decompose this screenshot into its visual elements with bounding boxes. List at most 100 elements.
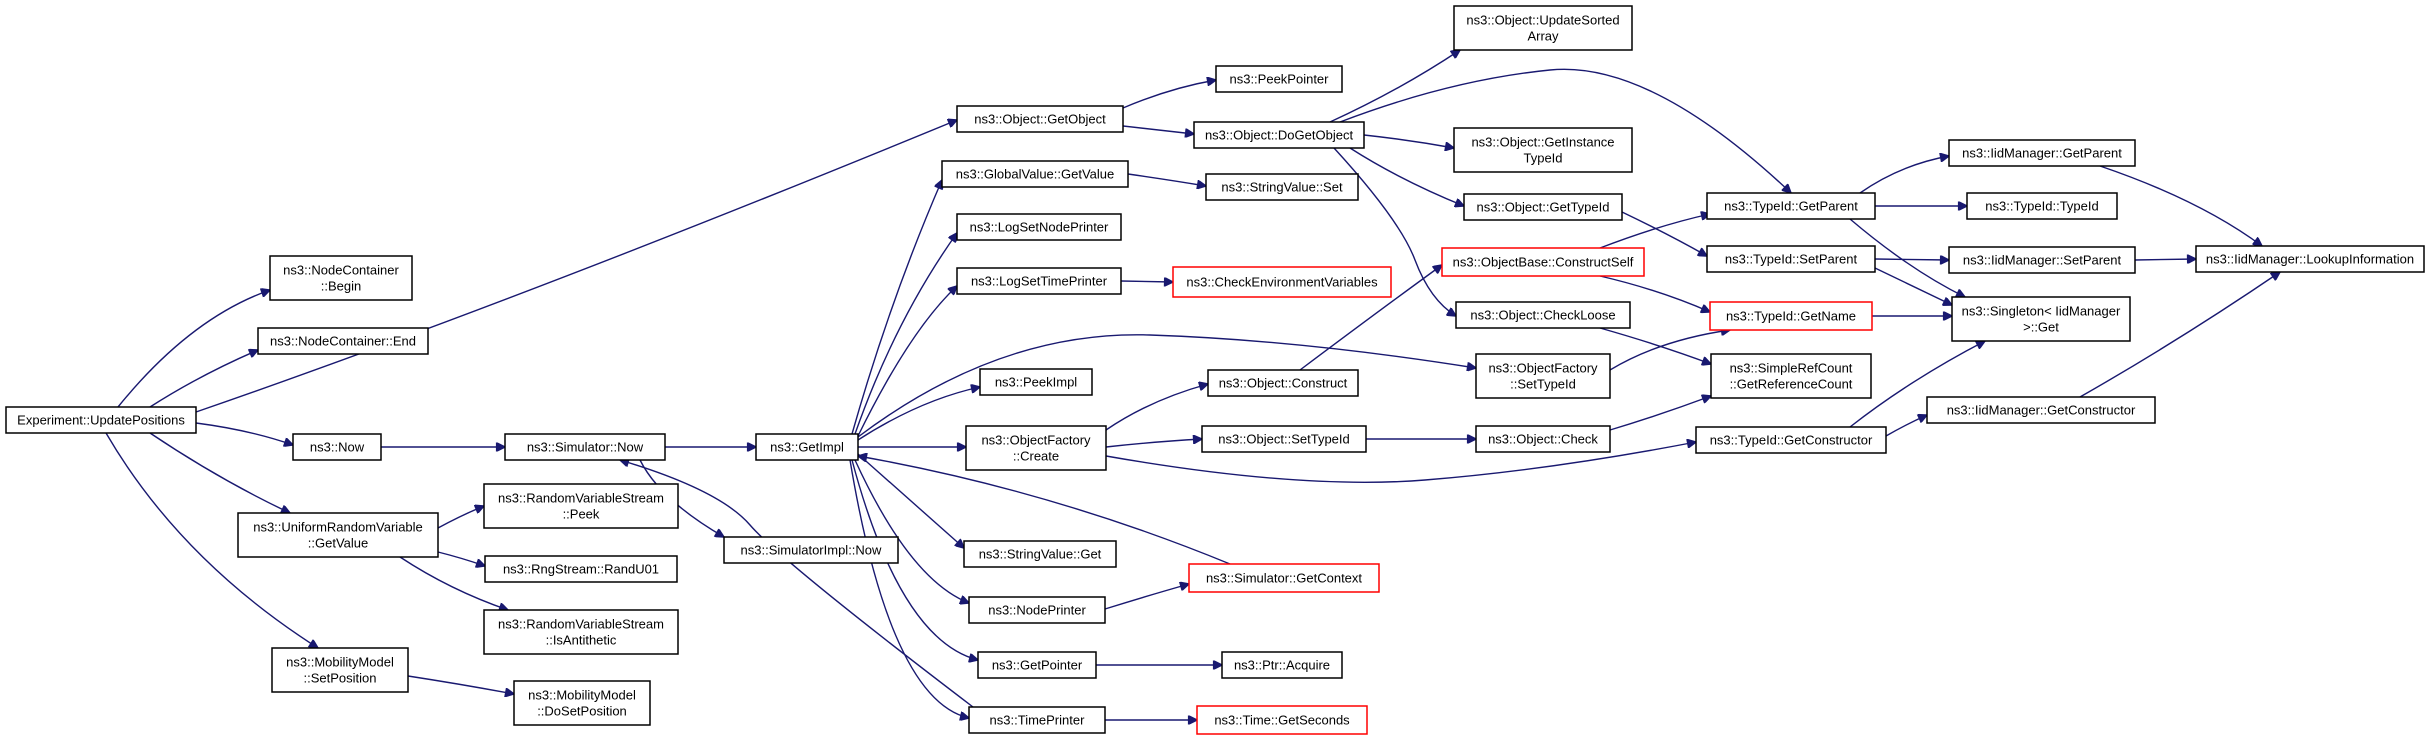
edge-urv-getvalue-to-rng-randu01 bbox=[437, 551, 485, 566]
node-box bbox=[1706, 192, 1876, 220]
node-box bbox=[755, 433, 859, 461]
edge-getimpl-to-logsettimeprinter bbox=[857, 286, 957, 437]
edge-of-create-to-obj-construct bbox=[1105, 384, 1208, 431]
node-label: >::Get bbox=[2023, 320, 2059, 335]
node-gv-getvalue[interactable]: ns3::GlobalValue::GetValue bbox=[941, 160, 1129, 188]
node-simimpl-now[interactable]: ns3::SimulatorImpl::Now bbox=[723, 536, 899, 564]
node-label: ns3::Object::UpdateSorted bbox=[1466, 13, 1619, 28]
node-logsettimeprinter[interactable]: ns3::LogSetTimePrinter bbox=[956, 267, 1122, 295]
node-label: ns3::IidManager::GetConstructor bbox=[1947, 403, 2136, 418]
node-rng-randu01[interactable]: ns3::RngStream::RandU01 bbox=[484, 555, 678, 583]
node-mm-setposition[interactable]: ns3::MobilityModel::SetPosition bbox=[271, 647, 409, 693]
node-label: ns3::LogSetTimePrinter bbox=[971, 274, 1108, 289]
node-obj-settypeid[interactable]: ns3::Object::SetTypeId bbox=[1201, 425, 1367, 453]
node-of-settypeid[interactable]: ns3::ObjectFactory::SetTypeId bbox=[1475, 353, 1611, 399]
node-label: ns3::StringValue::Set bbox=[1221, 180, 1343, 195]
node-label: ::GetValue bbox=[308, 536, 368, 551]
node-iid-lookupinfo[interactable]: ns3::IidManager::LookupInformation bbox=[2195, 245, 2425, 273]
node-box bbox=[1948, 139, 2136, 167]
node-obj-construct[interactable]: ns3::Object::Construct bbox=[1207, 369, 1359, 397]
edge-ob-constructself-to-typeid-getname bbox=[1599, 275, 1710, 312]
node-box bbox=[1463, 193, 1623, 221]
node-label: ns3::Object::Check bbox=[1488, 432, 1598, 447]
node-label: ::GetReferenceCount bbox=[1730, 377, 1853, 392]
node-urv-getvalue[interactable]: ns3::UniformRandomVariable::GetValue bbox=[237, 512, 439, 558]
edge-getimpl-to-of-settypeid bbox=[857, 334, 1476, 438]
node-obj-checkloose[interactable]: ns3::Object::CheckLoose bbox=[1455, 301, 1631, 329]
node-iid-getparent[interactable]: ns3::IidManager::GetParent bbox=[1948, 139, 2136, 167]
nodes-layer: Experiment::UpdatePositions ns3::NodeCont… bbox=[5, 5, 2425, 735]
node-label: ns3::Object::SetTypeId bbox=[1218, 432, 1350, 447]
node-box bbox=[956, 213, 1122, 241]
node-box bbox=[723, 536, 899, 564]
node-getimpl[interactable]: ns3::GetImpl bbox=[755, 433, 859, 461]
node-label: ns3::Object::Construct bbox=[1219, 376, 1348, 391]
node-iid-setparent[interactable]: ns3::IidManager::SetParent bbox=[1948, 246, 2136, 274]
edge-typeid-setparent-to-singleton-get bbox=[1874, 267, 1952, 305]
node-rvs-peek[interactable]: ns3::RandomVariableStream::Peek bbox=[483, 483, 679, 529]
node-src-getrefcount[interactable]: ns3::SimpleRefCount::GetReferenceCount bbox=[1710, 353, 1872, 399]
node-ptr-acquire[interactable]: ns3::Ptr::Acquire bbox=[1221, 651, 1343, 679]
node-box bbox=[1948, 246, 2136, 274]
node-ob-constructself[interactable]: ns3::ObjectBase::ConstructSelf bbox=[1441, 247, 1645, 277]
node-of-create[interactable]: ns3::ObjectFactory::Create bbox=[965, 425, 1107, 471]
node-singleton-get[interactable]: ns3::Singleton< IidManager >::Get bbox=[1951, 296, 2131, 342]
node-rvs-isanti[interactable]: ns3::RandomVariableStream::IsAntithetic bbox=[483, 609, 679, 655]
node-obj-dogetobject[interactable]: ns3::Object::DoGetObject bbox=[1193, 121, 1365, 149]
node-obj-check[interactable]: ns3::Object::Check bbox=[1475, 425, 1611, 453]
edge-obj-getobject-to-obj-dogetobject bbox=[1122, 125, 1194, 134]
node-nc-end[interactable]: ns3::NodeContainer::End bbox=[257, 327, 429, 355]
node-label: ::Begin bbox=[321, 279, 361, 294]
node-mm-dosetposition[interactable]: ns3::MobilityModel::DoSetPosition bbox=[513, 680, 651, 726]
node-box bbox=[269, 255, 413, 301]
node-sim-now[interactable]: ns3::Simulator::Now bbox=[504, 433, 666, 461]
node-box bbox=[1207, 369, 1359, 397]
node-getpointer[interactable]: ns3::GetPointer bbox=[977, 651, 1097, 679]
node-label: ::SetPosition bbox=[304, 671, 377, 686]
edge-obj-dogetobject-to-obj-updatesorted bbox=[1329, 50, 1460, 123]
node-root[interactable]: Experiment::UpdatePositions bbox=[5, 406, 197, 434]
edge-iid-getconstructor-to-iid-lookupinfo bbox=[2079, 272, 2280, 398]
node-box bbox=[1196, 705, 1368, 735]
node-label: ns3::MobilityModel bbox=[528, 688, 636, 703]
node-box bbox=[1475, 353, 1611, 399]
edge-logsettimeprinter-to-checkenv bbox=[1120, 281, 1173, 282]
node-label: ns3::Singleton< IidManager bbox=[1962, 304, 2121, 319]
node-label: ns3::Object::GetInstance bbox=[1471, 135, 1614, 150]
node-timeprinter[interactable]: ns3::TimePrinter bbox=[968, 706, 1106, 734]
node-label: ns3::Object::DoGetObject bbox=[1205, 128, 1354, 143]
node-peekimpl[interactable]: ns3::PeekImpl bbox=[979, 368, 1093, 396]
node-sv-set[interactable]: ns3::StringValue::Set bbox=[1205, 173, 1359, 201]
node-label: ns3::CheckEnvironmentVariables bbox=[1186, 275, 1378, 290]
node-label: ns3::GetPointer bbox=[992, 658, 1083, 673]
node-nodeprinter[interactable]: ns3::NodePrinter bbox=[968, 596, 1106, 624]
node-typeid-setparent[interactable]: ns3::TypeId::SetParent bbox=[1706, 245, 1876, 273]
node-typeid-getconstructor[interactable]: ns3::TypeId::GetConstructor bbox=[1695, 426, 1887, 454]
node-label: ns3::Object::GetTypeId bbox=[1477, 200, 1610, 215]
node-iid-getconstructor[interactable]: ns3::IidManager::GetConstructor bbox=[1926, 396, 2156, 424]
node-obj-getobject[interactable]: ns3::Object::GetObject bbox=[956, 105, 1124, 133]
node-now[interactable]: ns3::Now bbox=[292, 433, 382, 461]
node-sim-getcontext[interactable]: ns3::Simulator::GetContext bbox=[1188, 563, 1380, 593]
node-box bbox=[1710, 353, 1872, 399]
node-typeid-getparent[interactable]: ns3::TypeId::GetParent bbox=[1706, 192, 1876, 220]
edge-ob-constructself-to-typeid-getparent bbox=[1599, 214, 1710, 249]
edge-root-to-nc-begin bbox=[117, 290, 270, 408]
node-checkenv[interactable]: ns3::CheckEnvironmentVariables bbox=[1172, 266, 1392, 298]
node-nc-begin[interactable]: ns3::NodeContainer::Begin bbox=[269, 255, 413, 301]
node-box bbox=[1193, 121, 1365, 149]
node-typeid-getname[interactable]: ns3::TypeId::GetName bbox=[1709, 301, 1873, 331]
node-sv-get[interactable]: ns3::StringValue::Get bbox=[963, 540, 1117, 568]
edge-obj-check-to-src-getrefcount bbox=[1609, 396, 1711, 431]
node-label: ns3::TypeId::GetConstructor bbox=[1710, 433, 1873, 448]
edge-obj-dogetobject-to-obj-gettypeid bbox=[1349, 147, 1464, 206]
edge-getimpl-to-peekimpl bbox=[857, 387, 980, 441]
node-obj-gettypeid[interactable]: ns3::Object::GetTypeId bbox=[1463, 193, 1623, 221]
node-box bbox=[977, 651, 1097, 679]
node-peekpointer[interactable]: ns3::PeekPointer bbox=[1215, 65, 1343, 93]
node-time-getseconds[interactable]: ns3::Time::GetSeconds bbox=[1196, 705, 1368, 735]
node-logsetnodeprinter[interactable]: ns3::LogSetNodePrinter bbox=[956, 213, 1122, 241]
node-typeid-typeid[interactable]: ns3::TypeId::TypeId bbox=[1966, 192, 2118, 220]
